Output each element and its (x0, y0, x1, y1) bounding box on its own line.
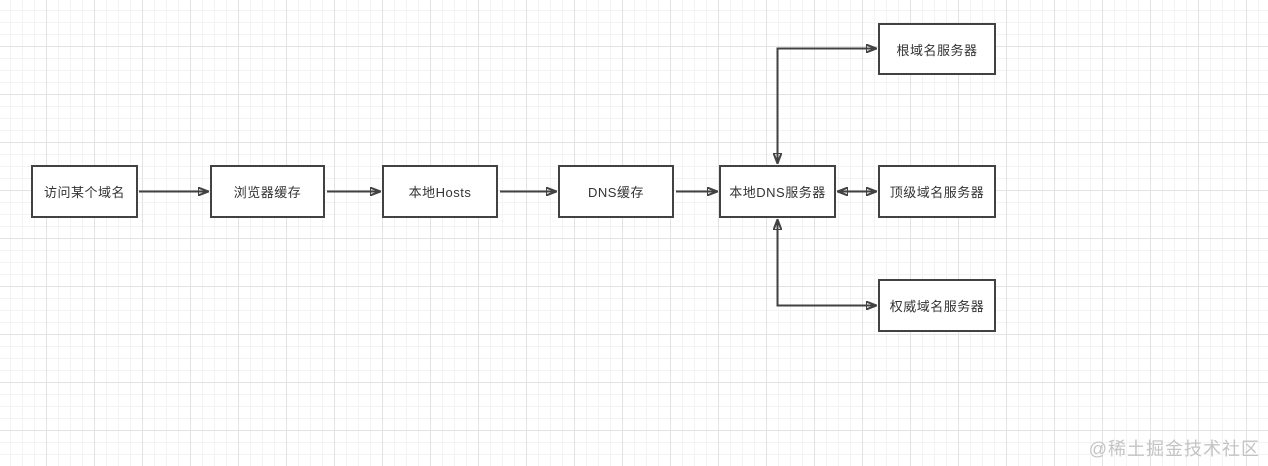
node-tld-dns-server: 顶级域名服务器 (878, 165, 996, 218)
edge-local-dns-to-root-dns (778, 49, 877, 164)
edge-local-dns-to-authoritative-dns (778, 220, 877, 306)
watermark: @稀土掘金技术社区 (1088, 439, 1260, 459)
node-browser-cache: 浏览器缓存 (210, 165, 325, 218)
node-authoritative-dns-server: 权威域名服务器 (878, 279, 996, 332)
node-local-hosts: 本地Hosts (382, 165, 498, 218)
node-root-dns-server: 根域名服务器 (878, 23, 996, 75)
node-local-dns-server: 本地DNS服务器 (719, 165, 836, 218)
node-visit-domain: 访问某个域名 (31, 165, 138, 218)
node-dns-cache: DNS缓存 (558, 165, 674, 218)
